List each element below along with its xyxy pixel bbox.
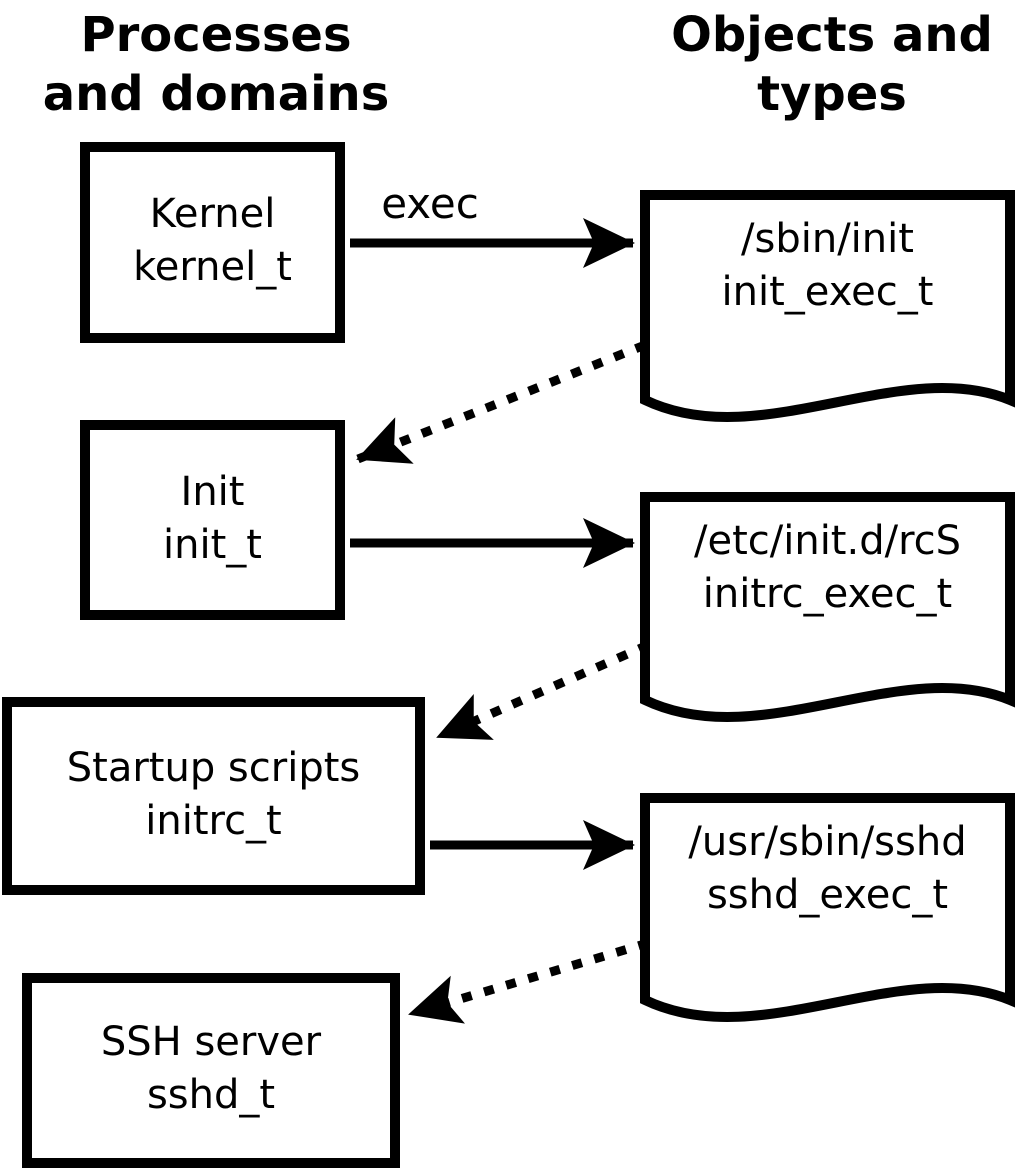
object-type: sshd_exec_t xyxy=(706,872,949,918)
label-ssh-server: SSH server sshd_t xyxy=(22,1016,400,1122)
process-name: SSH server xyxy=(100,1019,322,1065)
label-sbin-init: /sbin/init init_exec_t xyxy=(640,213,1015,319)
column-header-objects-line2: types xyxy=(757,66,907,122)
document-shape-sbin-init xyxy=(640,190,1015,422)
label-usr-sbin-sshd: /usr/sbin/sshd sshd_exec_t xyxy=(640,816,1015,922)
process-domain-type: init_t xyxy=(163,522,262,568)
process-domain-type: sshd_t xyxy=(146,1072,276,1118)
process-box-init xyxy=(80,420,345,620)
process-box-kernel xyxy=(80,142,345,343)
column-header-processes-line2: and domains xyxy=(42,66,390,122)
process-box-startup-scripts xyxy=(2,697,425,895)
object-path: /etc/init.d/rcS xyxy=(693,518,962,564)
label-etc-initd-rcs: /etc/init.d/rcS initrc_exec_t xyxy=(640,515,1015,621)
process-name: Kernel xyxy=(149,191,276,237)
object-path: /sbin/init xyxy=(741,216,914,262)
process-box-ssh-server xyxy=(22,973,400,1168)
column-header-processes-line1: Processes xyxy=(80,7,352,63)
document-shape-usr-sbin-sshd xyxy=(640,793,1015,1022)
process-domain-type: kernel_t xyxy=(133,244,292,290)
document-shape-etc-initd-rcs xyxy=(640,492,1015,722)
column-header-processes: Processes and domains xyxy=(0,6,432,124)
process-name: Init xyxy=(180,469,245,515)
column-header-objects-line1: Objects and xyxy=(671,7,993,63)
process-name: Startup scripts xyxy=(66,745,361,791)
column-header-objects: Objects and types xyxy=(640,6,1024,124)
transition-arrow-sbin-init-to-init xyxy=(356,340,647,464)
label-startup-scripts: Startup scripts initrc_t xyxy=(2,742,425,848)
object-path: /usr/sbin/sshd xyxy=(688,819,967,865)
transition-arrow-usr-sbin-sshd-to-ssh-server xyxy=(408,938,650,1024)
object-type: initrc_exec_t xyxy=(702,571,953,617)
object-type: init_exec_t xyxy=(721,269,934,315)
exec-arrow-label: exec xyxy=(381,179,479,228)
process-domain-type: initrc_t xyxy=(145,798,282,844)
transition-arrow-etc-initd-rcs-to-startup-scripts xyxy=(436,640,650,742)
label-init: Init init_t xyxy=(80,466,345,572)
label-kernel: Kernel kernel_t xyxy=(80,188,345,294)
